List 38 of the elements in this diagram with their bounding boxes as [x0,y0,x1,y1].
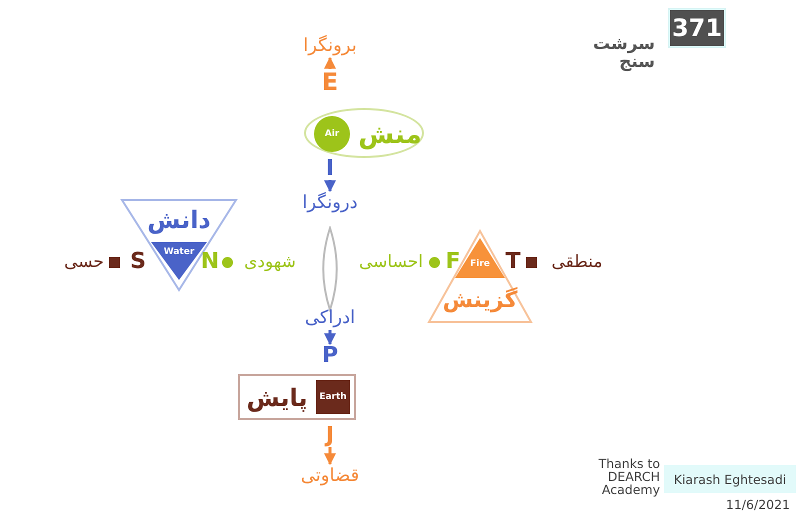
arrow [324,447,336,466]
pole-letter: P [322,345,338,367]
pole-letter: S [130,251,146,273]
element-label: Water [164,248,194,256]
element-label: Air [324,130,340,138]
ellipse-shape [304,108,424,158]
pole-label: برونگرا [303,37,357,55]
element-label: Fire [470,260,490,268]
arrow [324,56,336,69]
text-label: سرشت سنج [592,36,655,72]
triangle-shape [428,230,532,323]
pole-letter: J [326,425,334,447]
author-name: Kiarash Eghtesadi [664,465,796,493]
pole-letter: N [200,251,220,273]
process-box [238,374,356,420]
arrow [324,330,336,346]
pole-letter: F [445,251,461,273]
text-label: Thanks to DEARCH Academy [598,457,660,496]
node-label: پایش [246,386,308,410]
element-square [316,380,350,414]
element-circle [314,116,350,152]
text-label: 11/6/2021 [724,498,790,512]
pole-label: ادراکی [304,309,356,327]
number-badge: 371 [668,8,726,48]
text-label: شهودی [244,254,296,270]
text-label: احساسی [359,254,423,270]
pole-letter: E [322,70,338,94]
pole-letter: T [505,251,520,273]
pole-label: قضاوتی [300,467,360,485]
pole-label: درونگرا [302,194,358,212]
arrow [324,180,336,192]
text-label: حسی [64,254,104,270]
element-label: Earth [319,392,347,402]
node-label: منش [358,122,422,148]
node-label: دانش [147,208,211,232]
pole-letter: I [326,158,334,180]
triangle-shape [121,199,237,291]
text-label: منطقی [552,254,602,270]
